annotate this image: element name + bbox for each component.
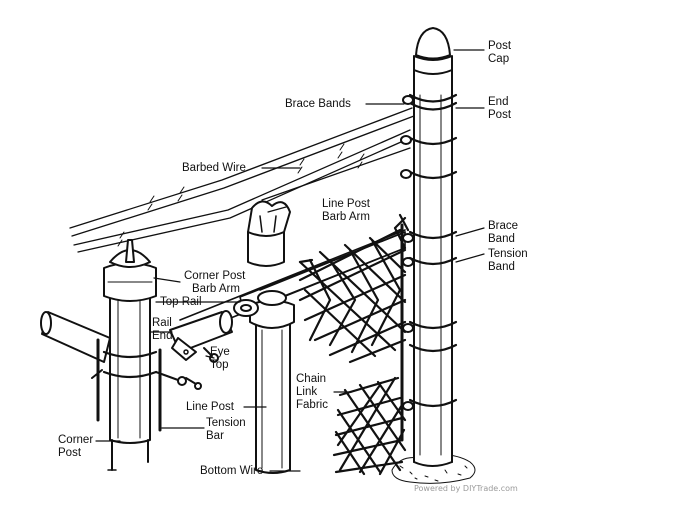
label-tension-bar-line2: Bar (206, 430, 224, 442)
line-post (249, 290, 295, 474)
label-post-cap-line2: Cap (488, 53, 510, 65)
label-eye-top-line1: Eye (210, 346, 230, 358)
barbed-wire-strands (69, 107, 415, 253)
label-eye-top-line2: Top (210, 359, 229, 371)
corner-post (40, 239, 187, 471)
label-top-rail: Top Rail (160, 296, 202, 308)
post-cap-collar (413, 55, 453, 75)
label-end-post-line1: End (488, 96, 509, 108)
label-line-post-barb-arm: Line Post Barb Arm (322, 198, 370, 224)
label-bottom-wire: Bottom Wire (200, 465, 264, 477)
label-corner-post-line1: Corner (58, 434, 94, 446)
label-brace-band-line1: Brace (488, 220, 519, 232)
label-corner-post-barb-arm-line2: Barb Arm (192, 283, 240, 295)
label-tension-band-line1: Tension (488, 248, 528, 260)
label-line-post-barb-arm-line1: Line Post (322, 198, 370, 210)
label-post-cap: Post Cap (488, 40, 511, 66)
label-brace-band-line2: Band (488, 233, 515, 245)
label-corner-post-barb-arm: Corner Post Barb Arm (184, 270, 245, 296)
label-corner-post-line2: Post (58, 447, 82, 459)
label-rail-end-line1: Rail (152, 317, 172, 329)
label-post-cap-line1: Post (488, 40, 512, 52)
label-barbed-wire: Barbed Wire (182, 162, 246, 174)
label-line-post: Line Post (186, 401, 234, 413)
label-brace-band: Brace Band (488, 220, 518, 246)
chain-link-fabric-lower (332, 376, 407, 476)
label-rail-end-line2: End (152, 330, 173, 342)
label-chain-link-fabric: Chain Link Fabric (296, 373, 328, 412)
label-end-post-line2: Post (488, 109, 512, 121)
line-post-barb-arm (247, 200, 291, 267)
end-post (400, 27, 458, 467)
rail-end-fitting (169, 310, 233, 361)
label-eye-top: Eye Top (210, 346, 230, 372)
watermark: Powered by DIYTrade.com (414, 484, 518, 493)
label-tension-bar-line1: Tension (206, 417, 246, 429)
chain-link-fabric-upper (298, 213, 410, 364)
label-tension-bar: Tension Bar (206, 417, 246, 443)
label-tension-band: Tension Band (488, 248, 528, 274)
label-brace-bands: Brace Bands (285, 98, 351, 110)
label-chain-link-fabric-line3: Fabric (296, 399, 328, 411)
post-cap-dome (415, 27, 451, 60)
leader-lines (95, 49, 485, 472)
label-line-post-barb-arm-line2: Barb Arm (322, 211, 370, 223)
label-tension-band-line2: Band (488, 261, 515, 273)
label-chain-link-fabric-line2: Link (296, 386, 318, 398)
label-end-post: End Post (488, 96, 511, 122)
label-chain-link-fabric-line1: Chain (296, 373, 327, 385)
label-rail-end: Rail End (152, 317, 172, 343)
label-corner-post: Corner Post (58, 434, 93, 460)
eye-top-fitting (185, 299, 259, 390)
label-corner-post-barb-arm-line1: Corner Post (184, 270, 246, 282)
